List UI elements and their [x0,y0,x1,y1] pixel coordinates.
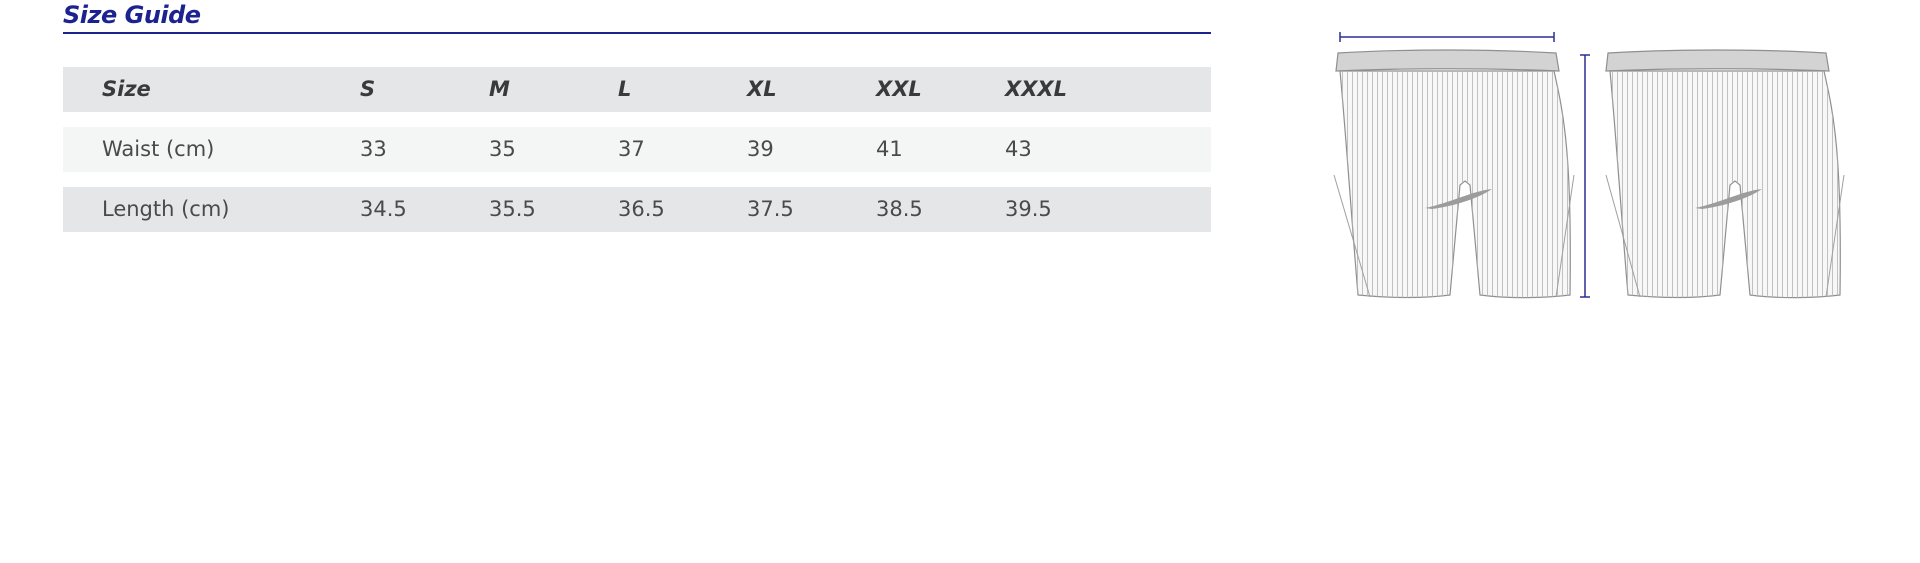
table-cell: 36.5 [618,197,665,221]
table-cell: 38.5 [876,197,923,221]
waist-measure-line [1339,32,1555,42]
table-cell: 37.5 [747,197,794,221]
shorts-back-icon [1605,49,1845,299]
header-cell-size: Size [102,77,151,101]
table-cell: 35.5 [489,197,536,221]
length-measure-line [1580,54,1590,298]
table-row-length: Length (cm) 34.5 35.5 36.5 37.5 38.5 39.… [63,187,1211,232]
table-row-waist: Waist (cm) 33 35 37 39 41 43 [63,127,1211,172]
page-title: Size Guide [63,1,201,29]
header-cell-m: M [489,77,510,101]
header-cell-l: L [618,77,632,101]
table-cell: 43 [1005,137,1032,161]
title-divider [63,32,1211,34]
table-cell: 41 [876,137,903,161]
table-header-row: Size S M L XL XXL XXXL [63,67,1211,112]
table-cell: 37 [618,137,645,161]
row-label-waist: Waist (cm) [102,137,215,161]
size-table: Size S M L XL XXL XXXL Waist (cm) 33 35 … [63,67,1211,232]
shorts-front-icon [1333,32,1575,299]
table-cell: 33 [360,137,387,161]
header-cell-xxl: XXL [876,77,922,101]
table-cell: 34.5 [360,197,407,221]
header-cell-s: S [360,77,376,101]
shorts-measurement-illustration [1333,32,1845,299]
table-cell: 39 [747,137,774,161]
header-cell-xxxl: XXXL [1005,77,1067,101]
header-cell-xl: XL [747,77,777,101]
table-cell: 39.5 [1005,197,1052,221]
row-label-length: Length (cm) [102,197,230,221]
table-cell: 35 [489,137,516,161]
